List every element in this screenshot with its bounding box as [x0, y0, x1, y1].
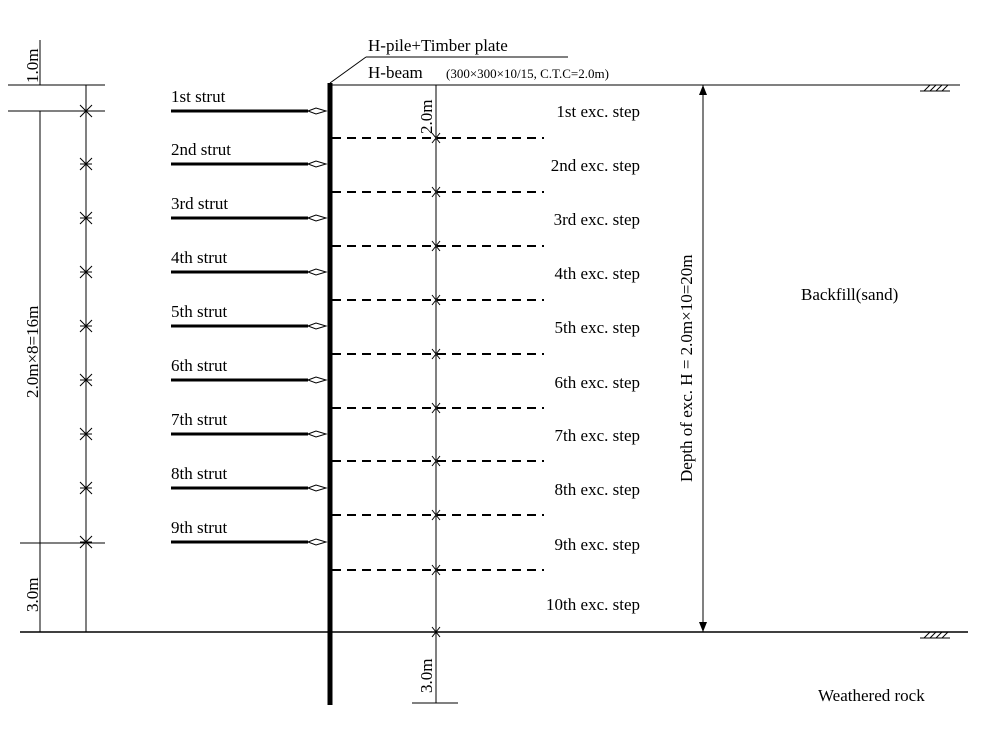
strut-span-dimension: 2.0m×8=16m: [20, 111, 105, 544]
svg-text:2.0m×8=16m: 2.0m×8=16m: [23, 306, 42, 398]
total-depth-dimension: Depth of exc. H = 2.0m×10=20m: [677, 85, 707, 632]
excavation-step-4: 4th exc. step: [555, 264, 640, 283]
bottom-offset-dimension: 3.0m: [23, 543, 42, 632]
backfill-label: Backfill(sand): [801, 285, 898, 304]
strut-label: 2nd strut: [171, 140, 231, 159]
step-label: 9th exc. step: [555, 535, 640, 554]
top-offset-dimension: 1.0m: [8, 40, 105, 86]
excavation-step-1: 1st exc. step: [556, 102, 640, 121]
rock-label: Weathered rock: [818, 686, 925, 705]
excavation-step-6: 6th exc. step: [555, 373, 640, 392]
strut-label: 5th strut: [171, 302, 227, 321]
excavation-step-9: 9th exc. step: [555, 535, 640, 554]
step-label: 6th exc. step: [555, 373, 640, 392]
ground-hatch-icon: [920, 84, 950, 92]
svg-text:1.0m: 1.0m: [23, 49, 42, 83]
step-label: 7th exc. step: [555, 426, 640, 445]
strut-label: 4th strut: [171, 248, 227, 267]
strut-level-ticks: [79, 104, 93, 549]
strut-label: 9th strut: [171, 518, 227, 537]
strut-label: 8th strut: [171, 464, 227, 483]
excavation-step-7: 7th exc. step: [555, 426, 640, 445]
svg-text:3.0m: 3.0m: [23, 578, 42, 612]
excavation-step-5: 5th exc. step: [555, 318, 640, 337]
beam-spec: (300×300×10/15, C.T.C=2.0m): [446, 66, 609, 81]
struts: 1st strut 2nd strut 3rd strut 4th strut 5th …: [171, 87, 328, 546]
excavation-step-3: 3rd exc. step: [554, 210, 640, 229]
pile-label: H-pile+Timber plate: [368, 36, 508, 55]
strut-5: 5th strut: [171, 302, 328, 330]
step-ruler-ticks: [431, 132, 441, 638]
strut-label: 7th strut: [171, 410, 227, 429]
step-label: 5th exc. step: [555, 318, 640, 337]
excavation-steps: 1st exc. step 2nd exc. step 3rd exc. step 4…: [332, 102, 640, 614]
strut-9: 9th strut: [171, 518, 328, 546]
beam-label: H-beam: [368, 63, 423, 82]
svg-text:3.0m: 3.0m: [417, 659, 436, 693]
strut-4: 4th strut: [171, 248, 328, 276]
embed-depth-dimension: 3.0m: [412, 632, 458, 704]
strut-label: 1st strut: [171, 87, 226, 106]
rock-hatch-icon: [920, 631, 950, 639]
strut-label: 3rd strut: [171, 194, 228, 213]
strut-7: 7th strut: [171, 410, 328, 438]
excavation-step-2: 2nd exc. step: [551, 156, 640, 175]
strut-6: 6th strut: [171, 356, 328, 384]
step-depth-label: 2.0m: [417, 100, 436, 134]
step-label: 4th exc. step: [555, 264, 640, 283]
step-label: 10th exc. step: [546, 595, 640, 614]
pile-label-leader: [329, 56, 367, 84]
total-depth-label: Depth of exc. H = 2.0m×10=20m: [677, 254, 696, 482]
strut-3: 3rd strut: [171, 194, 328, 222]
step-label: 3rd exc. step: [554, 210, 640, 229]
step-label: 2nd exc. step: [551, 156, 640, 175]
excavation-step-10: 10th exc. step: [546, 595, 640, 614]
strut-label: 6th strut: [171, 356, 227, 375]
excavation-step-8: 8th exc. step: [555, 480, 640, 499]
step-label: 1st exc. step: [556, 102, 640, 121]
strut-1: 1st strut: [171, 87, 328, 115]
strut-8: 8th strut: [171, 464, 328, 492]
step-label: 8th exc. step: [555, 480, 640, 499]
strut-2: 2nd strut: [171, 140, 328, 168]
